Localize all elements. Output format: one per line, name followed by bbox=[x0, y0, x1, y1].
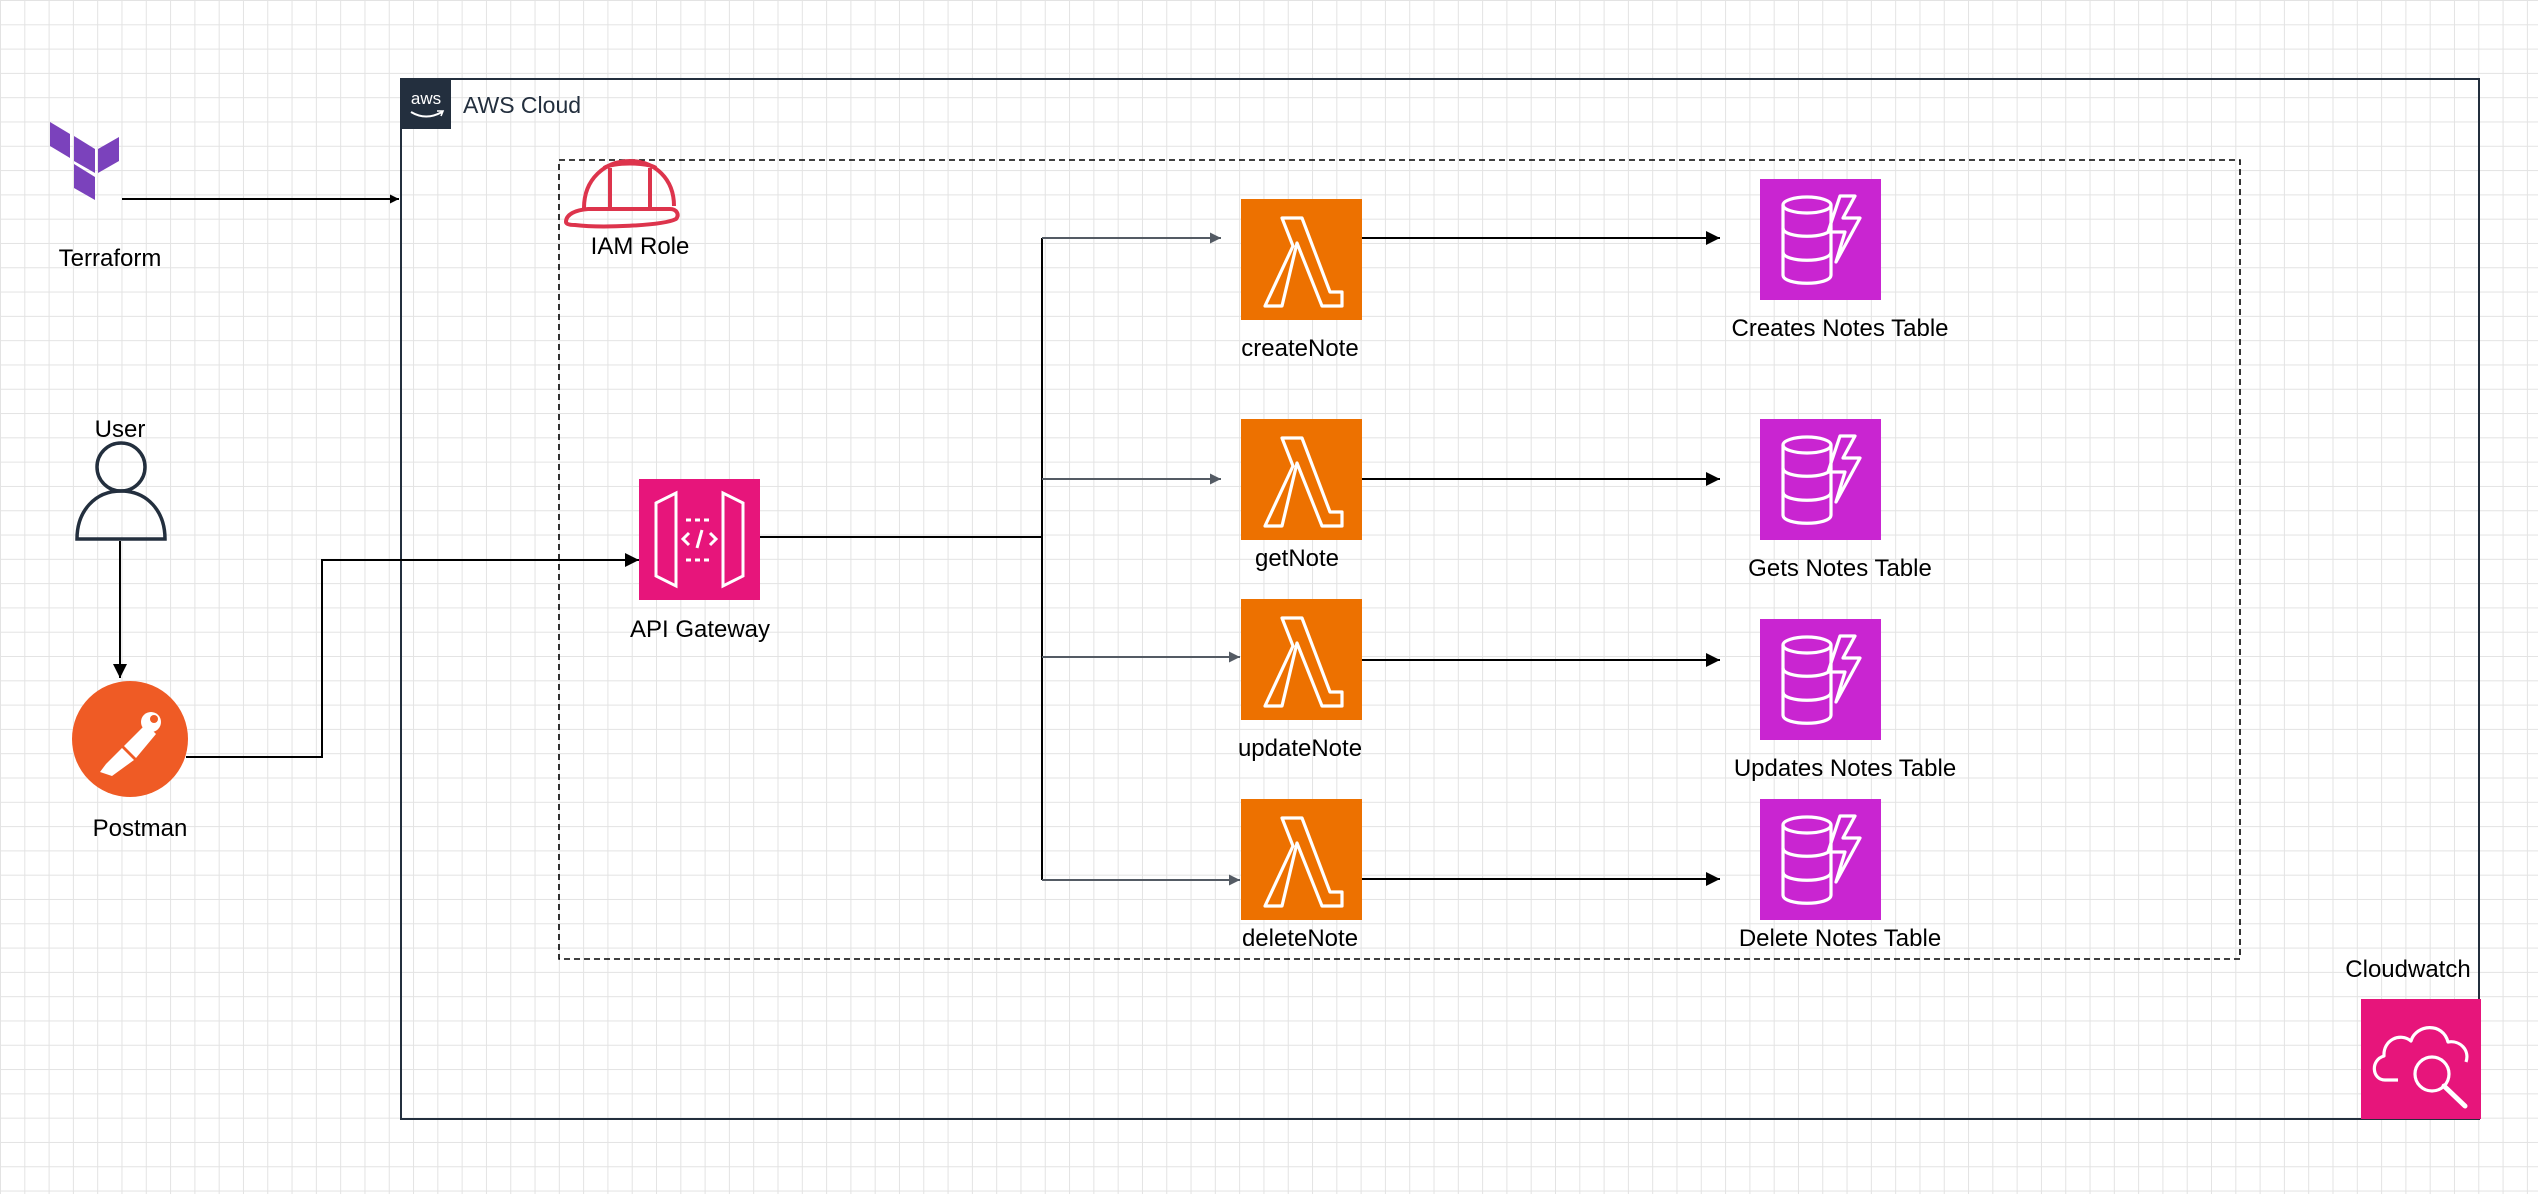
postman-api-connector bbox=[186, 553, 639, 758]
table-label: Gets Notes Table bbox=[1748, 555, 1932, 582]
dynamodb-icon bbox=[1760, 799, 1881, 920]
lambda-icon bbox=[1241, 599, 1362, 720]
iam-role-region bbox=[558, 159, 2241, 960]
cloudwatch-label: Cloudwatch bbox=[2345, 956, 2471, 983]
api-gateway-label: API Gateway bbox=[629, 616, 771, 643]
aws-cloud-group bbox=[400, 78, 2480, 1120]
dynamodb-icon bbox=[1760, 419, 1881, 540]
table-label: Creates Notes Table bbox=[1731, 315, 1949, 342]
dynamodb-icon bbox=[1760, 619, 1881, 740]
hard-hat-icon bbox=[564, 159, 680, 229]
lambda-label: createNote bbox=[1241, 335, 1359, 362]
aws-logo-icon: aws bbox=[401, 79, 451, 129]
postman-icon bbox=[72, 681, 188, 797]
lambda-label: updateNote bbox=[1237, 735, 1363, 762]
aws-cloud-title: AWS Cloud bbox=[463, 92, 582, 118]
svg-text:aws: aws bbox=[411, 89, 441, 108]
lambda-label: getNote bbox=[1254, 545, 1340, 572]
table-label: Delete Notes Table bbox=[1738, 925, 1942, 952]
user-icon bbox=[75, 441, 167, 541]
api-gateway-icon bbox=[639, 479, 760, 600]
lambda-label: deleteNote bbox=[1241, 925, 1359, 952]
cloudwatch-icon bbox=[2361, 999, 2481, 1119]
dynamodb-icon bbox=[1760, 179, 1881, 300]
lambda-icon bbox=[1241, 419, 1362, 540]
terraform-label: Terraform bbox=[58, 245, 162, 272]
terraform-logo-icon bbox=[50, 122, 119, 200]
iam-role-label: IAM Role bbox=[590, 233, 690, 260]
table-label: Updates Notes Table bbox=[1733, 755, 1957, 782]
lambda-icon bbox=[1241, 799, 1362, 920]
postman-label: Postman bbox=[92, 815, 188, 842]
user-label: User bbox=[94, 416, 146, 443]
lambda-icon bbox=[1241, 199, 1362, 320]
